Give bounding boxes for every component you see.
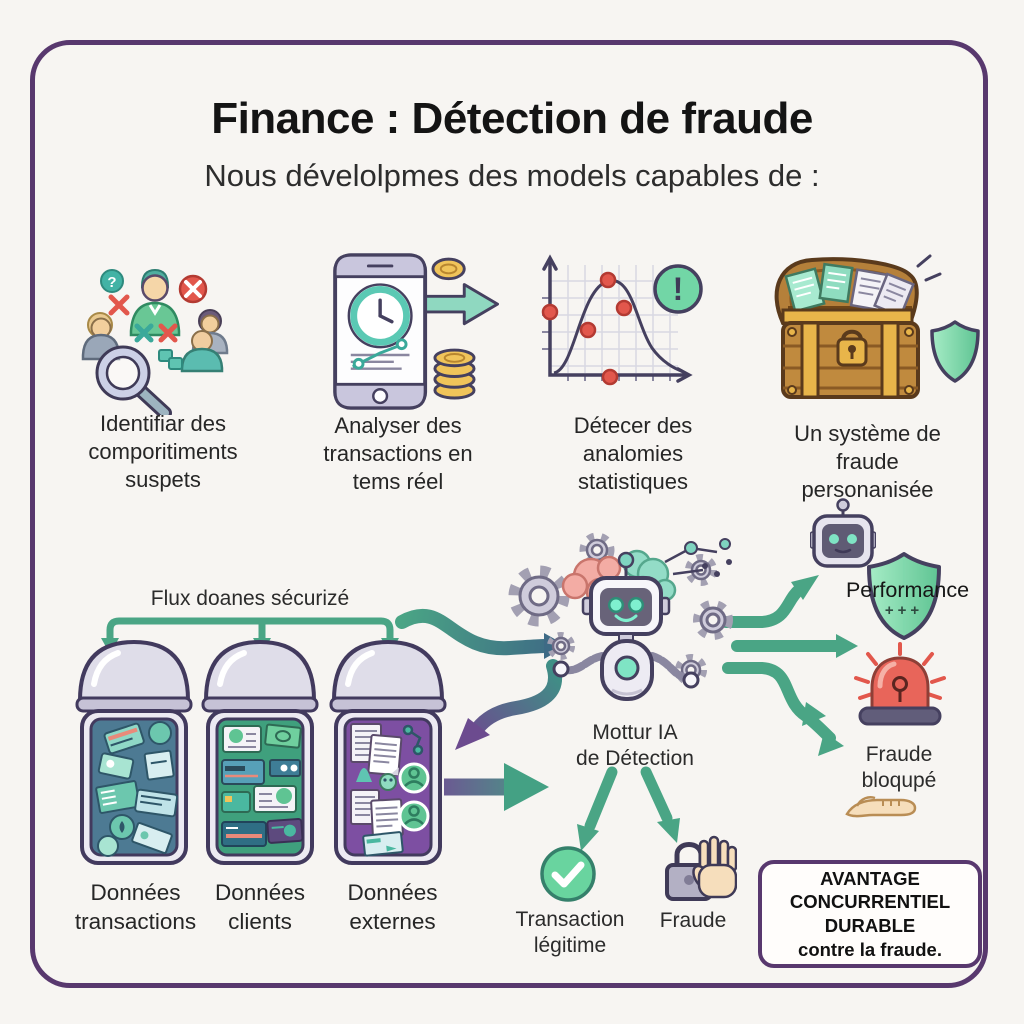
- robot-face-screen: [600, 588, 652, 626]
- advantage-box: AVANTAGE CONCURRENTIEL DURABLE contre la…: [758, 860, 982, 968]
- advantage-tail: contre la fraude.: [798, 938, 942, 960]
- alarm-rays: [854, 642, 946, 700]
- secure-flow-label: Flux doanes sécurizé: [150, 587, 350, 610]
- performance-label: Performance: [845, 578, 970, 602]
- external-data-items: [350, 723, 430, 857]
- gear-icon: [547, 632, 575, 660]
- open-hand-icon: [845, 796, 917, 818]
- sparkle-lines: [916, 254, 942, 282]
- database-clients-icon: [201, 639, 319, 865]
- performance-plus: +++: [884, 602, 924, 619]
- database-clients-label: Données clients: [214, 880, 306, 935]
- performance-shield-icon: [867, 552, 941, 640]
- database-transactions-label: Données transactions: [74, 880, 197, 935]
- robot-chest-light: [614, 655, 640, 681]
- performance-robot-head-icon: [810, 498, 876, 568]
- shield-icon-small: [930, 320, 980, 383]
- question-mark-glyph: ?: [107, 274, 116, 291]
- alert-exclamation-icon: [653, 264, 703, 314]
- feature-label-3: Détecer des analomies statistiques: [573, 413, 693, 495]
- legit-check-icon: [540, 846, 596, 902]
- trend-chart-icon: [350, 338, 410, 370]
- bell-curve: [553, 279, 683, 375]
- treasure-shield-icon: [774, 254, 980, 399]
- stop-hand-icon: [692, 835, 737, 899]
- engine-label-line2: de Détection: [576, 747, 694, 771]
- database-transactions-icon: [75, 639, 193, 865]
- fraud-blocked-label: Fraude bloqupé: [861, 743, 937, 793]
- legit-label: Transaction légitime: [515, 908, 625, 958]
- engine-label: Mottur IA de Détection: [560, 720, 710, 773]
- database-externes-icon: [329, 639, 447, 865]
- gear-icon: [693, 600, 733, 640]
- robot-arm-left: [561, 652, 606, 675]
- engine-label-line1: Mottur IA: [592, 721, 678, 744]
- gear-icon: [579, 532, 615, 568]
- exclamation-glyph: !: [673, 271, 684, 307]
- page-title: Finance : Détection de fraude: [211, 94, 813, 143]
- advantage-heading: AVANTAGE CONCURRENTIEL DURABLE: [789, 867, 951, 936]
- client-data-items: [221, 723, 304, 847]
- robot-arm-item: [402, 724, 424, 756]
- chest-lock-icon: [836, 329, 868, 367]
- gear-icon: [508, 565, 570, 627]
- feature-label-1: Identifiar des comporitiments suspets: [88, 411, 238, 493]
- fraud-alarm-icon: [854, 642, 946, 726]
- transaction-data-items: [95, 721, 179, 857]
- stats-anomaly-chart-icon: !: [541, 254, 703, 386]
- circuit-icon: [664, 538, 732, 577]
- feature-label-4: Un système de fraude personanisée: [794, 421, 941, 503]
- fraud-result-label: Fraude: [659, 909, 727, 932]
- suspicious-people-icon: ?: [81, 268, 229, 415]
- flow-arrow-icon: [421, 283, 499, 326]
- red-x-icon-2: [158, 323, 178, 343]
- antenna-ball: [617, 551, 635, 569]
- chest-documents: [784, 262, 915, 318]
- ai-engine-robot-icon: [508, 532, 733, 701]
- red-x-icon: [108, 294, 130, 316]
- coins-icon: [431, 257, 476, 400]
- anomaly-dots: [541, 271, 633, 386]
- clock-icon: [347, 283, 413, 349]
- robot-smile: [614, 614, 638, 622]
- magnifier-icon: [95, 345, 172, 415]
- realtime-phone-icon: [333, 253, 499, 410]
- database-externes-label: Données externes: [347, 880, 438, 935]
- fraud-lock-icon: [665, 835, 737, 901]
- frame-border: [30, 40, 988, 988]
- page-subtitle: Nous dévelolpmes des models capables de …: [204, 158, 820, 193]
- teal-x-icon: [134, 323, 154, 343]
- feature-label-2: Analyser des transactions en tems réel: [323, 413, 473, 495]
